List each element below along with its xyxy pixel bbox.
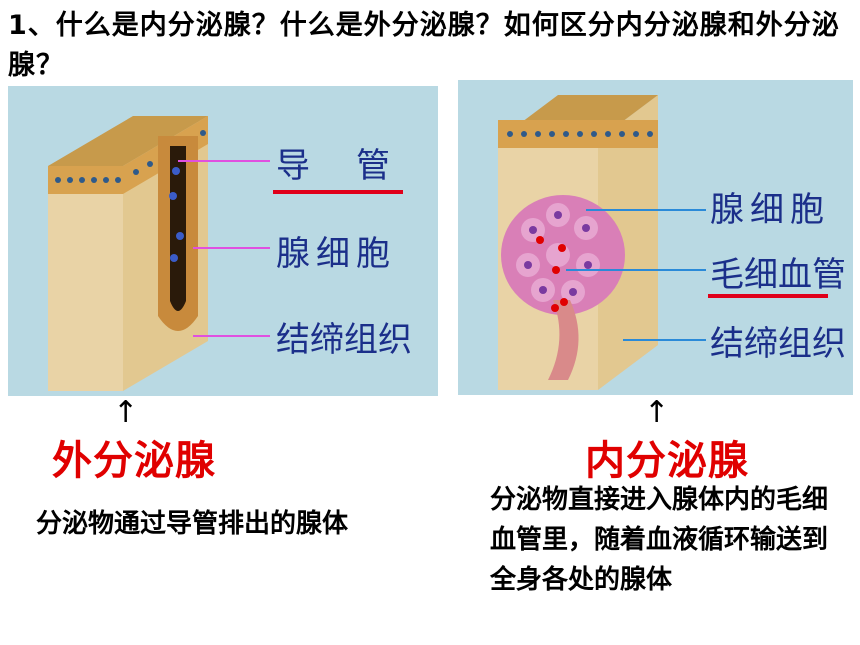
tissue-side-face: [598, 95, 658, 390]
label-underline: [273, 190, 403, 194]
tissue-front-face: [48, 166, 123, 391]
endocrine-diagram-panel: 腺细胞 毛细血管 结缔组织: [458, 80, 853, 395]
label-pointers: [566, 209, 706, 341]
label-connective-tissue: 结缔组织: [276, 320, 412, 360]
exocrine-description: 分泌物通过导管排出的腺体: [36, 509, 349, 539]
label-capillary: 毛细血管: [710, 255, 846, 295]
exocrine-gland-illustration: [48, 116, 270, 391]
capillary-vessel: [548, 300, 579, 380]
question-text: 1、什么是内分泌腺？什么是外分泌腺？如何区分内分泌腺和外分泌腺？: [8, 10, 840, 81]
blood-cells: [536, 236, 568, 312]
arrow-up-icon: ↑: [644, 395, 670, 430]
tissue-top-face: [48, 116, 208, 166]
exocrine-title: 外分泌腺: [52, 438, 216, 484]
endocrine-gland-illustration: [498, 95, 706, 390]
label-duct: 导 管: [276, 146, 396, 186]
arrow-up-icon: ↑: [113, 395, 139, 430]
label-underline: [708, 294, 828, 298]
epithelium-cells: [498, 120, 658, 148]
endocrine-title: 内分泌腺: [585, 438, 749, 484]
label-gland-cell: 腺细胞: [276, 234, 396, 274]
exocrine-diagram-panel: 导 管 腺细胞 结缔组织: [8, 86, 438, 396]
duct-lumen: [170, 146, 186, 311]
endocrine-description: 分泌物直接进入腺体内的毛细血管里，随着血液循环输送到全身各处的腺体: [490, 485, 829, 595]
label-connective-tissue: 结缔组织: [710, 324, 846, 364]
label-gland-cell: 腺细胞: [710, 190, 830, 230]
label-pointers: [178, 160, 270, 337]
